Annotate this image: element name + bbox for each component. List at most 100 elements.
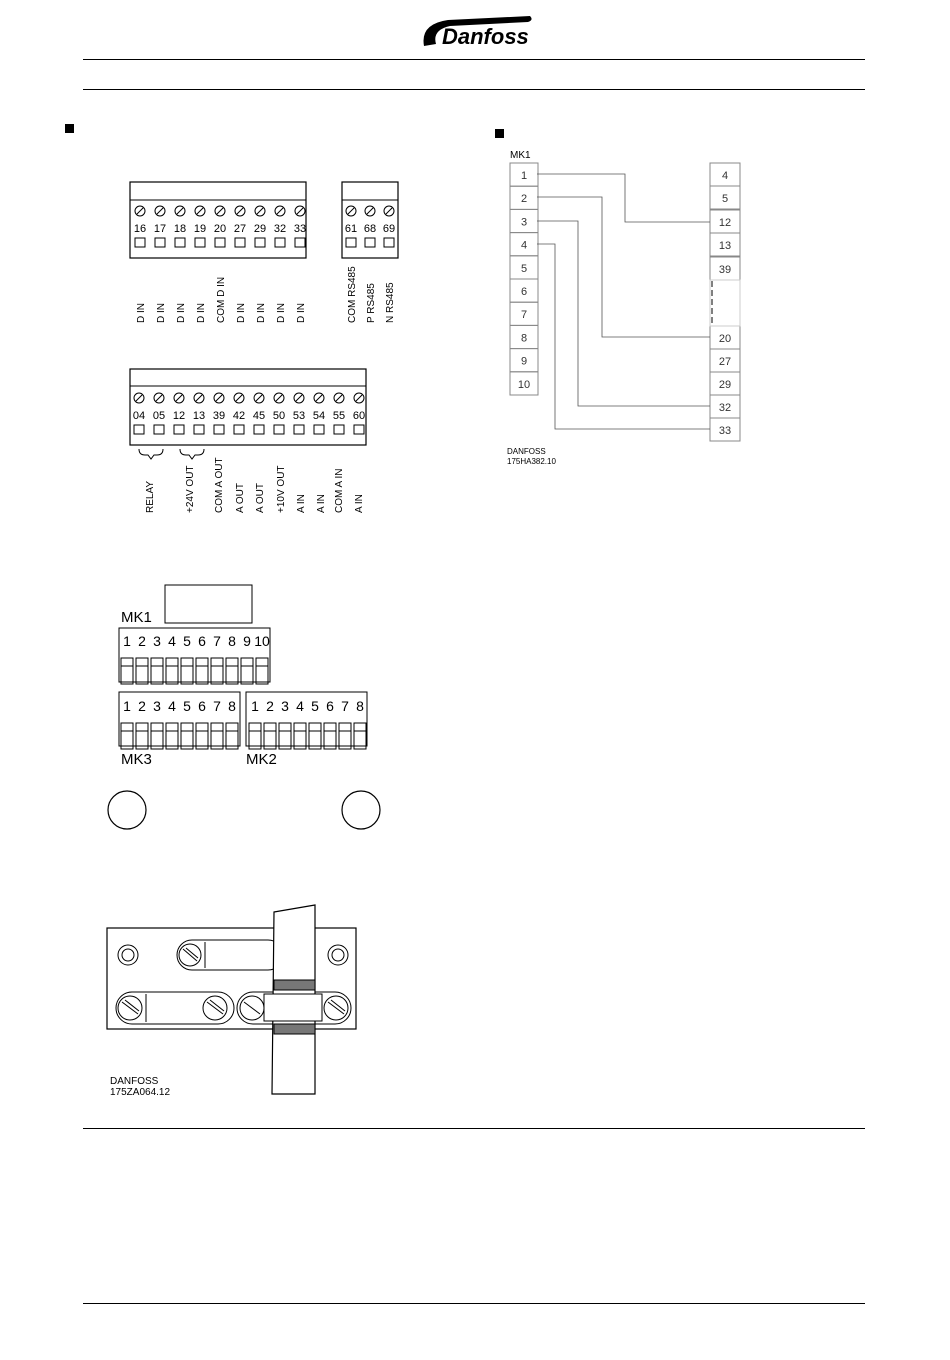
mounting-hole-left xyxy=(107,790,147,830)
rs485-terminal-69: 69 xyxy=(383,205,395,248)
mk1-pin-number: 2 xyxy=(138,633,146,649)
bottom-terminal-number: 42 xyxy=(233,410,245,422)
clamp-drawing-number: 175ZA064.12 xyxy=(110,1087,170,1098)
mk3-pin-number: 4 xyxy=(168,698,176,714)
wiring-right-terminal-number: 4 xyxy=(722,170,728,182)
wiring-left-pin-number: 10 xyxy=(518,379,530,391)
mk3-pin-2: 2 xyxy=(135,698,149,750)
top-terminal-number: 19 xyxy=(194,223,206,235)
top-terminal-16: 16 xyxy=(134,205,146,248)
top-terminal-29: 29 xyxy=(254,205,266,248)
mk1-pin-number: 5 xyxy=(183,633,191,649)
bottom-terminal-12: 12 xyxy=(173,392,185,435)
top-block-label: D IN xyxy=(236,303,247,323)
mk3-pin-number: 6 xyxy=(198,698,206,714)
mk3-pin-number: 8 xyxy=(228,698,236,714)
wiring-right-terminal-39: 39 xyxy=(709,256,741,281)
bottom-block-label: A IN xyxy=(296,494,307,513)
bottom-block-label: COM A IN xyxy=(334,469,345,513)
bottom-terminal-number: 12 xyxy=(173,410,185,422)
wiring-right-terminal-33: 33 xyxy=(709,417,741,442)
mk1-pin-8: 8 xyxy=(225,633,239,685)
footer-rule-bottom xyxy=(83,1303,865,1304)
clamp-maker: DANFOSS xyxy=(110,1076,159,1087)
mk2-pin-6: 6 xyxy=(323,698,337,750)
wiring-right-terminal-number: 32 xyxy=(719,402,731,414)
mk3-pin-5: 5 xyxy=(180,698,194,750)
wiring-right-terminal-5: 5 xyxy=(709,185,741,210)
wiring-left-pin-number: 5 xyxy=(521,263,527,275)
mk1-pin-number: 7 xyxy=(213,633,221,649)
mk1-pin-3: 3 xyxy=(150,633,164,685)
top-terminal-number: 18 xyxy=(174,223,186,235)
rs485-terminal-number: 69 xyxy=(383,223,395,235)
mk3-pin-3: 3 xyxy=(150,698,164,750)
mk2-pin-number: 4 xyxy=(296,698,304,714)
wiring-left-pin-number: 3 xyxy=(521,216,527,228)
wiring-left-pin-9: 9 xyxy=(509,348,539,373)
bottom-terminal-13: 13 xyxy=(193,392,205,435)
bottom-terminal-number: 04 xyxy=(133,410,145,422)
top-terminal-number: 33 xyxy=(294,223,306,235)
mk1-pin-2: 2 xyxy=(135,633,149,685)
top-terminal-32: 32 xyxy=(274,205,286,248)
wiring-right-terminal-4: 4 xyxy=(709,162,741,187)
top-block-label: D IN xyxy=(136,303,147,323)
bottom-block-label: +24V OUT xyxy=(185,465,196,513)
top-terminal-18: 18 xyxy=(174,205,186,248)
mk1-pin-number: 9 xyxy=(243,633,251,649)
mk2-connector-label: MK2 xyxy=(246,751,277,768)
top-terminal-33: 33 xyxy=(294,205,306,248)
wiring-mk1-label: MK1 xyxy=(510,150,531,161)
section-bullet-right xyxy=(495,129,504,138)
wiring-right-terminal-32: 32 xyxy=(709,394,741,419)
top-terminal-number: 16 xyxy=(134,223,146,235)
footer-rule-top xyxy=(83,1128,865,1129)
wiring-left-pin-2: 2 xyxy=(509,185,539,210)
bottom-terminal-42: 42 xyxy=(233,392,245,435)
bottom-terminal-39: 39 xyxy=(213,392,225,435)
mk3-pin-6: 6 xyxy=(195,698,209,750)
mk1-pin-number: 1 xyxy=(123,633,131,649)
bottom-block-label: RELAY xyxy=(145,481,156,513)
wiring-right-terminal-number: 12 xyxy=(719,217,731,229)
bottom-terminal-53: 53 xyxy=(293,392,305,435)
mk3-pin-number: 1 xyxy=(123,698,131,714)
wiring-left-pin-5: 5 xyxy=(509,255,539,280)
mk3-pin-number: 7 xyxy=(213,698,221,714)
wiring-right-terminal-27: 27 xyxy=(709,348,741,373)
mk2-pin-number: 1 xyxy=(251,698,259,714)
bottom-terminal-55: 55 xyxy=(333,392,345,435)
wiring-right-terminal-13: 13 xyxy=(709,232,741,257)
svg-text:Danfoss: Danfoss xyxy=(442,24,529,49)
wiring-left-pin-3: 3 xyxy=(509,208,539,234)
bottom-block-label: A IN xyxy=(354,494,365,513)
mk1-pin-10: 10 xyxy=(254,633,270,685)
bottom-terminal-50: 50 xyxy=(273,392,285,435)
mk3-pin-4: 4 xyxy=(165,698,179,750)
mk1-pin-number: 3 xyxy=(153,633,161,649)
wiring-right-terminal-12: 12 xyxy=(709,209,741,234)
mk1-pin-number: 6 xyxy=(198,633,206,649)
header-rule-top xyxy=(83,59,865,60)
bottom-terminal-number: 39 xyxy=(213,410,225,422)
top-block-label: D IN xyxy=(196,303,207,323)
mk1-pin-1: 1 xyxy=(120,633,134,685)
wiring-left-pin-number: 1 xyxy=(521,170,527,182)
mk2-pin-number: 7 xyxy=(341,698,349,714)
wiring-left-pin-8: 8 xyxy=(509,324,539,350)
rs485-block-label: COM RS485 xyxy=(347,266,358,323)
wiring-left-pin-number: 7 xyxy=(521,309,527,321)
bottom-terminal-number: 13 xyxy=(193,410,205,422)
mk1-pin-number: 8 xyxy=(228,633,236,649)
bottom-terminal-45: 45 xyxy=(253,392,265,435)
top-block-label: D IN xyxy=(176,303,187,323)
mk1-pin-4: 4 xyxy=(165,633,179,685)
mk2-pin-number: 5 xyxy=(311,698,319,714)
bottom-terminal-number: 55 xyxy=(333,410,345,422)
wiring-left-pin-number: 6 xyxy=(521,286,527,298)
